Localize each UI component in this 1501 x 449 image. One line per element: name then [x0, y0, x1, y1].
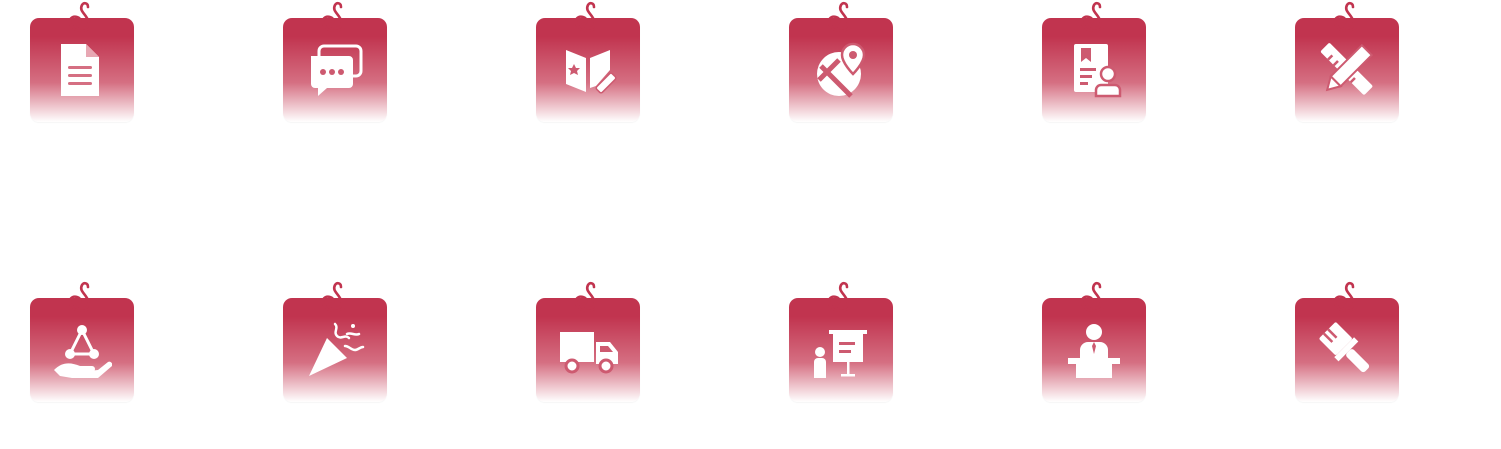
ribbon-hook-icon	[1080, 1, 1106, 32]
ribbon-hook-icon	[321, 1, 347, 32]
ribbon-hook-icon	[68, 281, 94, 312]
tile-chat[interactable]	[283, 1, 387, 122]
tile-party[interactable]	[283, 281, 387, 402]
ribbon-hook-icon	[827, 1, 853, 32]
tile-profile[interactable]	[1042, 1, 1146, 122]
tile-map[interactable]	[789, 1, 893, 122]
map-pin-icon	[817, 42, 866, 98]
paint-brush-icon	[1319, 322, 1370, 373]
ribbon-hook-icon	[827, 281, 853, 312]
ribbon-hook-icon	[1333, 1, 1359, 32]
document-icon	[61, 44, 99, 96]
open-book-edit-icon	[566, 50, 617, 94]
ribbon-hook-icon	[1333, 281, 1359, 312]
reception-desk-icon	[1068, 324, 1120, 378]
profile-stamp-icon	[1074, 44, 1122, 98]
ribbon-hook-icon	[574, 1, 600, 32]
tile-book[interactable]	[536, 1, 640, 122]
pencil-ruler-icon	[1320, 43, 1374, 95]
party-popper-icon	[309, 322, 365, 376]
tile-document[interactable]	[30, 1, 134, 122]
ribbon-hook-icon	[1080, 281, 1106, 312]
hand-network-icon	[54, 325, 112, 378]
ribbon-hook-icon	[574, 281, 600, 312]
tile-presentation[interactable]	[789, 281, 893, 402]
tile-reception[interactable]	[1042, 281, 1146, 402]
chat-bubbles-icon	[311, 44, 363, 96]
tile-design[interactable]	[1295, 1, 1399, 122]
tile-network[interactable]	[30, 281, 134, 402]
ribbon-hook-icon	[321, 281, 347, 312]
presentation-board-icon	[814, 330, 867, 378]
ribbon-hook-icon	[68, 1, 94, 32]
tile-delivery[interactable]	[536, 281, 640, 402]
delivery-truck-icon	[560, 332, 618, 374]
tile-brush[interactable]	[1295, 281, 1399, 402]
